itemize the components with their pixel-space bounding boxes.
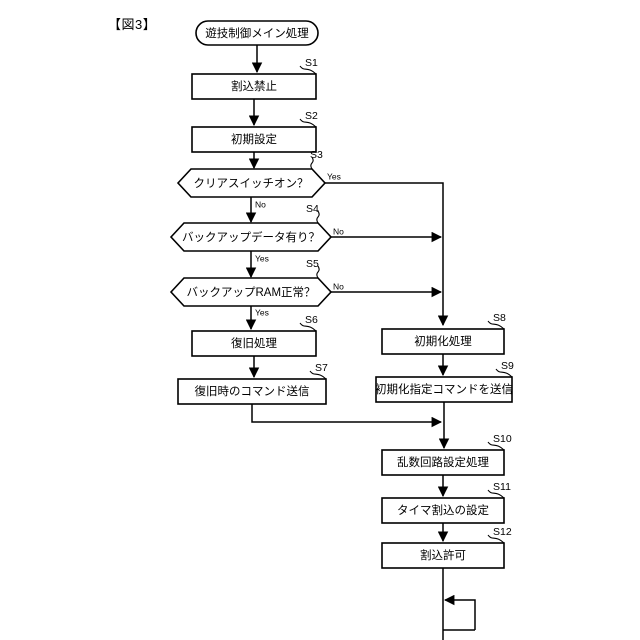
step-number-s8: S8 [493, 312, 506, 324]
leader-s2 [299, 118, 317, 128]
step-number-s4: S4 [306, 203, 319, 215]
branch-label-s4-yes: Yes [255, 253, 269, 263]
step-number-s2: S2 [305, 110, 318, 122]
branch-label-s3-yes: Yes [327, 171, 341, 181]
step-number-s7: S7 [315, 362, 328, 374]
node-s6-label: 復旧処理 [231, 336, 277, 350]
node-s5: バックアップRAM正常？ [169, 277, 333, 307]
step-number-s3: S3 [310, 149, 323, 161]
node-s10: 乱数回路設定処理 [381, 449, 505, 476]
leader-s4 [316, 210, 320, 224]
node-start-label: 遊技制御メイン処理 [205, 26, 309, 40]
figure-number-label: 【図3】 [108, 17, 157, 32]
connector-s7-to-s10-merge [251, 404, 443, 428]
leader-s10 [487, 441, 505, 451]
leader-s8 [487, 320, 505, 330]
node-s12-label: 割込許可 [420, 548, 466, 562]
node-s9: 初期化指定コマンドを送信 [375, 376, 513, 403]
connector-s3-yes-to-s8 [325, 182, 449, 327]
node-s3: クリアスイッチオン？ [176, 168, 327, 198]
leader-s3 [310, 156, 314, 170]
node-s4-label: バックアップデータ有り？ [182, 230, 320, 244]
node-s7: 復旧時のコマンド送信 [177, 378, 327, 405]
step-number-s10: S10 [493, 433, 512, 445]
node-s2-label: 初期設定 [231, 132, 277, 146]
step-number-s12: S12 [493, 526, 512, 538]
node-s7-label: 復旧時のコマンド送信 [195, 384, 310, 398]
step-number-s5: S5 [306, 258, 319, 270]
leader-s9 [495, 368, 513, 378]
node-s8-label: 初期化処理 [414, 334, 472, 348]
leader-s7 [309, 370, 327, 380]
node-s1-label: 割込禁止 [231, 79, 277, 93]
leader-s5 [316, 265, 320, 279]
node-s11-label: タイマ割込の設定 [397, 503, 489, 517]
node-s12: 割込許可 [381, 542, 505, 569]
node-s5-label: バックアップRAM正常？ [186, 286, 315, 299]
leader-s1 [299, 65, 317, 75]
node-s6: 復旧処理 [191, 330, 317, 357]
node-s3-label: クリアスイッチオン？ [194, 177, 309, 190]
node-s11: タイマ割込の設定 [381, 497, 505, 524]
branch-label-s4-no: No [333, 226, 344, 236]
node-start: 遊技制御メイン処理 [195, 20, 319, 46]
leader-s6 [299, 322, 317, 332]
branch-label-s5-no: No [333, 281, 344, 291]
node-s1: 割込禁止 [191, 73, 317, 100]
step-number-s1: S1 [305, 57, 318, 69]
leader-s11 [487, 489, 505, 499]
branch-label-s3-no: No [255, 199, 266, 209]
node-s9-label: 初期化指定コマンドを送信 [375, 382, 513, 396]
node-s2: 初期設定 [191, 126, 317, 153]
leader-s12 [487, 534, 505, 544]
node-s10-label: 乱数回路設定処理 [397, 455, 489, 469]
connector-loop-back [443, 594, 476, 630]
step-number-s11: S11 [493, 481, 511, 493]
step-number-s6: S6 [305, 314, 318, 326]
step-number-s9: S9 [501, 360, 514, 372]
branch-label-s5-yes: Yes [255, 307, 269, 317]
node-s4: バックアップデータ有り？ [169, 222, 333, 252]
node-s8: 初期化処理 [381, 328, 505, 355]
